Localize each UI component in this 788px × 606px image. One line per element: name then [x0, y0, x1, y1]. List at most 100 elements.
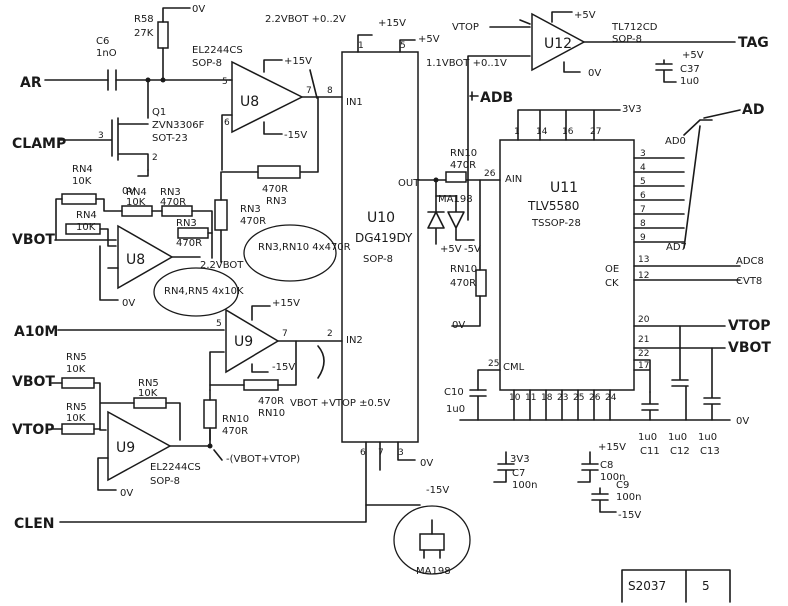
- svg-text:25: 25: [488, 359, 499, 369]
- u11-ain: AIN: [505, 174, 522, 185]
- u9b-note: -(VBOT+VTOP): [226, 454, 300, 465]
- d-m5v: -5V: [464, 244, 481, 255]
- ad7-label: AD7: [666, 242, 687, 253]
- sig-tag: TAG: [738, 35, 769, 51]
- ma198-pkg-label: MA198: [416, 566, 451, 577]
- cloud-rn4-rn5: [153, 267, 239, 317]
- svg-text:21: 21: [638, 335, 649, 345]
- u11-ad-pin-number: 4: [640, 163, 646, 173]
- u9out-note: VBOT +VTOP ±0.5V: [290, 398, 390, 409]
- r58-val: 27K: [134, 28, 154, 39]
- rn4a-val: 10K: [72, 176, 92, 187]
- u8b-ref: U8: [126, 252, 145, 268]
- sig-adc8: ADC8: [736, 256, 764, 267]
- u11-ad-pin-number: 8: [640, 219, 646, 229]
- c13-val: 1u0: [698, 432, 717, 443]
- c12-ref: C12: [670, 446, 690, 457]
- sheet-number: S2037: [628, 579, 666, 593]
- sig-clen: CLEN: [14, 516, 54, 532]
- c7-ref: C7: [512, 468, 525, 479]
- u11-bottom-pin-number: 25: [573, 393, 584, 403]
- u12-pkg: SOP-8: [612, 34, 642, 45]
- u11-cml: CML: [503, 362, 525, 373]
- sig-cvt8: CVT8: [736, 276, 762, 287]
- rn3-val-a: RN3: [266, 196, 287, 207]
- u10-out: OUT: [398, 178, 420, 189]
- svg-text:6: 6: [360, 448, 366, 458]
- u11-oe: OE: [605, 264, 619, 275]
- u11-bottom-pin-number: 26: [589, 393, 601, 403]
- rn3d-ref: RN3: [176, 218, 197, 229]
- c10-val: 1u0: [446, 404, 465, 415]
- u12-part: TL712CD: [611, 22, 658, 33]
- u11-pkg: TSSOP-28: [531, 218, 581, 229]
- u11-3v3: 3V3: [622, 104, 642, 115]
- svg-text:20: 20: [638, 315, 650, 325]
- c11-ref: C11: [640, 446, 660, 457]
- rn10d-0v: 0V: [452, 320, 465, 331]
- u11-body: [499, 139, 635, 391]
- u11-bottom-pin-number: 18: [541, 393, 553, 403]
- sig-vbot-b: VBOT: [12, 374, 55, 390]
- u11-bottom-pin-number: 23: [557, 393, 568, 403]
- svg-text:3: 3: [398, 448, 404, 458]
- svg-text:5: 5: [216, 319, 222, 329]
- c12-val: 1u0: [668, 432, 687, 443]
- c13-ref: C13: [700, 446, 720, 457]
- u12-ref: U12: [544, 36, 572, 52]
- rn3b-ref: RN3: [240, 204, 261, 215]
- u8a-m15: -15V: [284, 130, 307, 141]
- d-p5v: +5V: [440, 244, 462, 255]
- u11-top-pin-number: 1: [514, 127, 520, 137]
- rn5a-val: 10K: [66, 364, 86, 375]
- rn10d-ref: RN10: [450, 264, 477, 275]
- u8a-p15: +15V: [284, 56, 312, 67]
- svg-text:26: 26: [484, 169, 496, 179]
- u12-body: [531, 12, 586, 72]
- rn3d-val: 470R: [176, 238, 202, 249]
- gnd-right: 0V: [736, 416, 749, 427]
- c9-val: 100n: [616, 492, 641, 503]
- rn4c-val: 10K: [76, 222, 96, 233]
- q1-part: ZVN3306F: [152, 120, 205, 131]
- rn10d-val: 470R: [450, 278, 476, 289]
- sig-clamp: CLAMP: [12, 136, 66, 152]
- ad0-label: AD0: [665, 136, 686, 147]
- c10-ref: C10: [444, 387, 464, 398]
- svg-text:2: 2: [152, 153, 158, 163]
- u11-ad-pin-number: 3: [640, 149, 646, 159]
- sig-ar: AR: [20, 75, 42, 91]
- c6-val: 1nO: [96, 48, 117, 59]
- u11-part: TLV5580: [527, 199, 579, 213]
- sig-vtop-b: VTOP: [12, 422, 55, 438]
- cloud1-text: RN3,RN10 4x470R: [258, 242, 351, 253]
- rn10b-val: 470R: [222, 426, 248, 437]
- u10-ref: U10: [367, 210, 395, 226]
- u10-in1: IN1: [346, 97, 363, 108]
- u10-pkg: SOP-8: [363, 254, 393, 265]
- ma198-package: [419, 533, 445, 551]
- rn5c-val: 10K: [138, 388, 158, 399]
- q1-pkg: SOT-23: [152, 133, 188, 144]
- q1-0v: 0V: [122, 186, 135, 197]
- rn5b-val: 10K: [66, 413, 86, 424]
- c8-val: 100n: [600, 472, 625, 483]
- u11-bottom-pin-number: 10: [509, 393, 521, 403]
- u9a-m15: -15V: [272, 362, 295, 373]
- sig-vbot-r: VBOT: [728, 340, 771, 356]
- sig-vtop-r: VTOP: [728, 318, 771, 334]
- c7-val: 100n: [512, 480, 537, 491]
- c8-ref: C8: [600, 460, 613, 471]
- rn10a-ref: RN10: [258, 408, 285, 419]
- u11-bottom-pin-number: 24: [605, 393, 617, 403]
- rn4b-ref: RN4: [126, 187, 147, 198]
- u9a-ref: U9: [234, 334, 253, 350]
- u11-top-pin-number: 16: [562, 127, 574, 137]
- rn5b-ref: RN5: [66, 402, 87, 413]
- ma198-label: MA198: [438, 194, 473, 205]
- u9b-part: EL2244CS: [150, 462, 201, 473]
